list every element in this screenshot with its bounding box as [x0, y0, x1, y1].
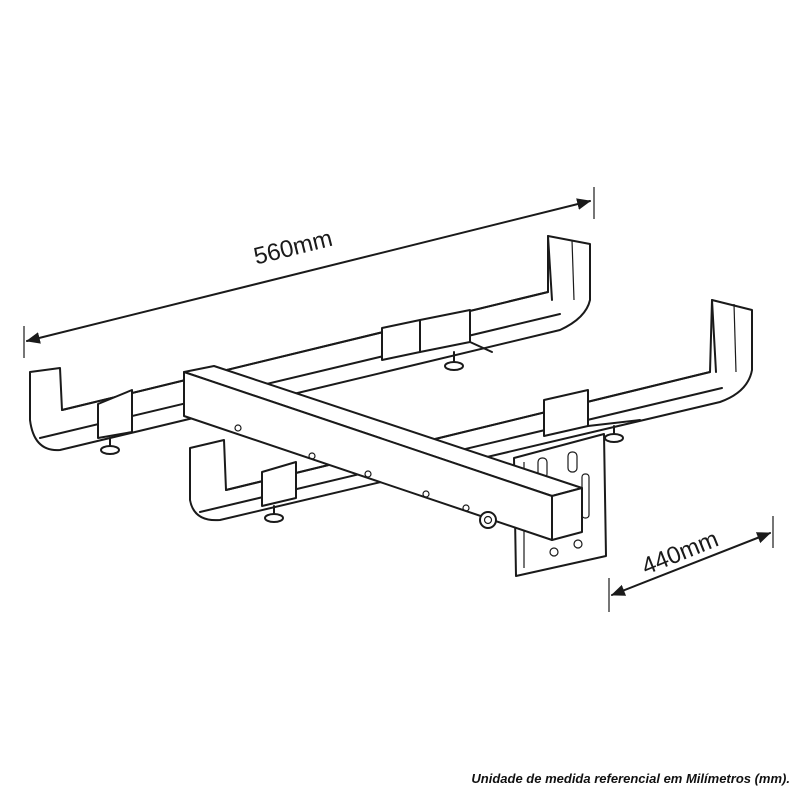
screw-back-left	[100, 437, 120, 455]
measurement-footnote: Unidade de medida referencial em Milímet…	[471, 771, 790, 786]
dimension-label-440: 440mm	[638, 526, 722, 581]
dimension-arrow-560	[25, 198, 592, 344]
back-rail	[29, 235, 591, 455]
screw-front-left	[264, 505, 284, 523]
crossbar-bolt	[479, 511, 497, 529]
dimension-440: 440mm	[608, 516, 774, 612]
dimension-label-560: 560mm	[251, 225, 335, 271]
screw-back-right	[444, 351, 464, 371]
dimension-arrow-440	[610, 532, 772, 596]
crossbar	[183, 365, 583, 541]
